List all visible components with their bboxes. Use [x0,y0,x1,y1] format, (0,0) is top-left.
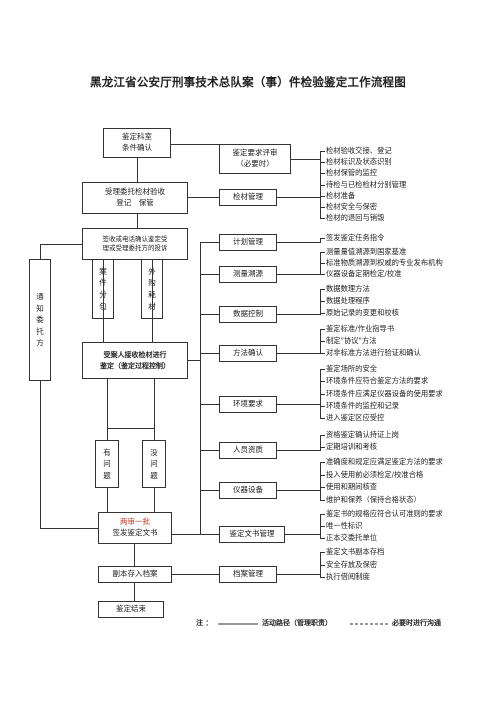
records-label: 档案管理 [233,569,263,579]
right-item-material-3: 待检与已检检材分别管理 [326,179,407,189]
right-item-records-0: 鉴定文书副本存档 [326,547,385,556]
register-box: 受理委托检材验收 登记 保管 [82,182,188,214]
plan-label: 计划管理 [233,237,263,247]
archive-box: 副本存入档案 [98,566,172,583]
right-item-method-0: 鉴定标准/作业指导书 [326,324,395,333]
records-box: 档案管理 [219,566,277,583]
register-line-1: 受理委托检材验收 [105,187,165,197]
right-item-material-4: 检材准备 [326,190,356,200]
process-line-2: 鉴定（鉴定过程控制） [100,361,170,370]
right-item-method-1: 制定"协议"方法 [326,336,377,345]
has-issue-box: 有问题 [95,440,119,488]
right-item-material-2: 检材保管的监控 [326,168,378,178]
data-label: 数据控制 [233,309,263,319]
right-item-material-0: 检材验收交接、登记 [326,146,392,155]
review-label: 两审一批 [120,517,150,527]
right-item-records-1: 安全存放及保密 [326,559,378,569]
right-item-data-1: 数据处理程序 [326,296,370,305]
process-box: 受案人接收检材进行 鉴定（鉴定过程控制） [82,342,188,379]
data-box: 数据控制 [219,306,277,323]
right-item-material-6: 检材的退回与销毁 [326,213,385,223]
right-item-doc-1: 唯一性标识 [326,521,363,530]
sign-line-1: 签收或电话确认鉴定受 [102,234,168,243]
right-item-env-2: 环境条件应满足仪器设备的使用要求 [326,388,443,398]
process-line-1: 受案人接收检材进行 [103,351,167,360]
notify-box: 通知委托方 [29,259,51,381]
archive-label: 副本存入档案 [112,569,158,579]
right-item-env-4: 进入鉴定区应受控 [326,413,385,423]
legend-solid-label: 活动路径（管理职责） [262,619,332,627]
sign-line-2: 理或受理委托方的投诉 [102,244,168,252]
right-item-data-2: 原始记录的变更和校核 [326,308,399,317]
right-item-method-2: 对非标准方法进行验证和确认 [326,348,421,357]
right-item-env-3: 环境条件的监控和记录 [326,400,399,410]
right-item-equip-0: 准确度和规定应满足鉴定方法的要求 [326,457,443,466]
req-review-line-1: 鉴定要求评审 [232,148,278,158]
equip-box: 仪器设备 [219,482,277,499]
right-item-equip-2: 使用和期间核查 [326,482,378,491]
reception-line-2: 条件确认 [122,143,152,152]
method-label: 方法确认 [233,348,263,358]
legend-solid-line [218,623,258,625]
right-item-equip-3: 维护和保养（保持合格状态） [326,494,421,504]
right-item-material-5: 检材安全与保密 [326,202,378,211]
doc-label: 鉴定文书管理 [229,529,275,539]
reception-line-1: 鉴定科室 [122,132,152,142]
right-item-env-0: 鉴定场所的安全 [326,364,378,373]
env-box: 环境要求 [219,396,277,413]
method-box: 方法确认 [219,345,277,362]
right-item-material-1: 检材标识及状态识别 [326,157,392,167]
right-item-env-1: 环境条件应符合鉴定方法的要求 [326,376,429,386]
staff-label: 人员资质 [233,445,263,455]
end-label: 鉴定结束 [116,604,146,614]
right-item-equip-1: 投入使用前必须检定/校准合格 [326,469,424,479]
trace-label: 测量溯源 [233,269,263,279]
page-title: 黑龙江省公安厅刑事技术总队案（事）件检验鉴定工作流程图 [90,75,406,89]
doc-box: 鉴定文书管理 [219,526,285,543]
legend-note: 注 ： [196,619,213,627]
has-issue-label: 有问题 [103,447,111,480]
notify-label: 通知委托方 [36,291,44,348]
reception-box: 鉴定科室 条件确认 [103,128,171,158]
sign-box: 签收或电话确认鉴定受 理或受理委托方的投诉 [82,228,188,260]
plan-box: 计划管理 [219,234,277,251]
right-item-doc-2: 正本交委托单位 [326,533,378,542]
no-issue-label: 没问题 [150,447,158,480]
issue-doc-label: 签发鉴定文书 [112,528,158,537]
trace-box: 测量溯源 [219,266,277,283]
right-item-plan-0: 签发鉴定任务指令 [326,233,385,242]
req-review-line-2: （必要时） [236,159,274,168]
no-issue-box: 没问题 [142,440,166,488]
equip-label: 仪器设备 [233,485,263,495]
req-review-box: 鉴定要求评审 （必要时） [219,144,291,174]
right-item-staff-0: 资格鉴定确认持证上岗 [326,430,399,439]
legend: 注 ： 活动路径（管理职责） 必要时进行沟通 [196,618,476,630]
right-item-trace-0: 测量量值溯源到国家基准 [326,247,407,256]
end-box: 鉴定结束 [98,601,164,618]
legend-dashed-label: 必要时进行沟通 [392,619,441,627]
review-box: 两审一批 签发鉴定文书 [98,512,172,544]
env-label: 环境要求 [233,399,263,409]
register-line-2: 登记 保管 [116,198,154,207]
right-item-doc-0: 鉴定书的规格应符合认可准则的要求 [326,509,443,518]
right-item-data-0: 数据数理方法 [326,284,370,293]
material-box: 检材管理 [219,189,277,206]
legend-dashed-line [350,623,390,625]
right-item-trace-2: 仪器设备定期检定/校准 [326,269,402,278]
right-item-trace-1: 标准物质溯源到权威的专业发布机构 [326,258,443,267]
material-label: 检材管理 [233,192,263,202]
right-item-records-2: 执行借阅制度 [326,572,370,581]
staff-box: 人员资质 [219,442,277,459]
right-item-staff-1: 定期培训和考核 [326,442,378,451]
